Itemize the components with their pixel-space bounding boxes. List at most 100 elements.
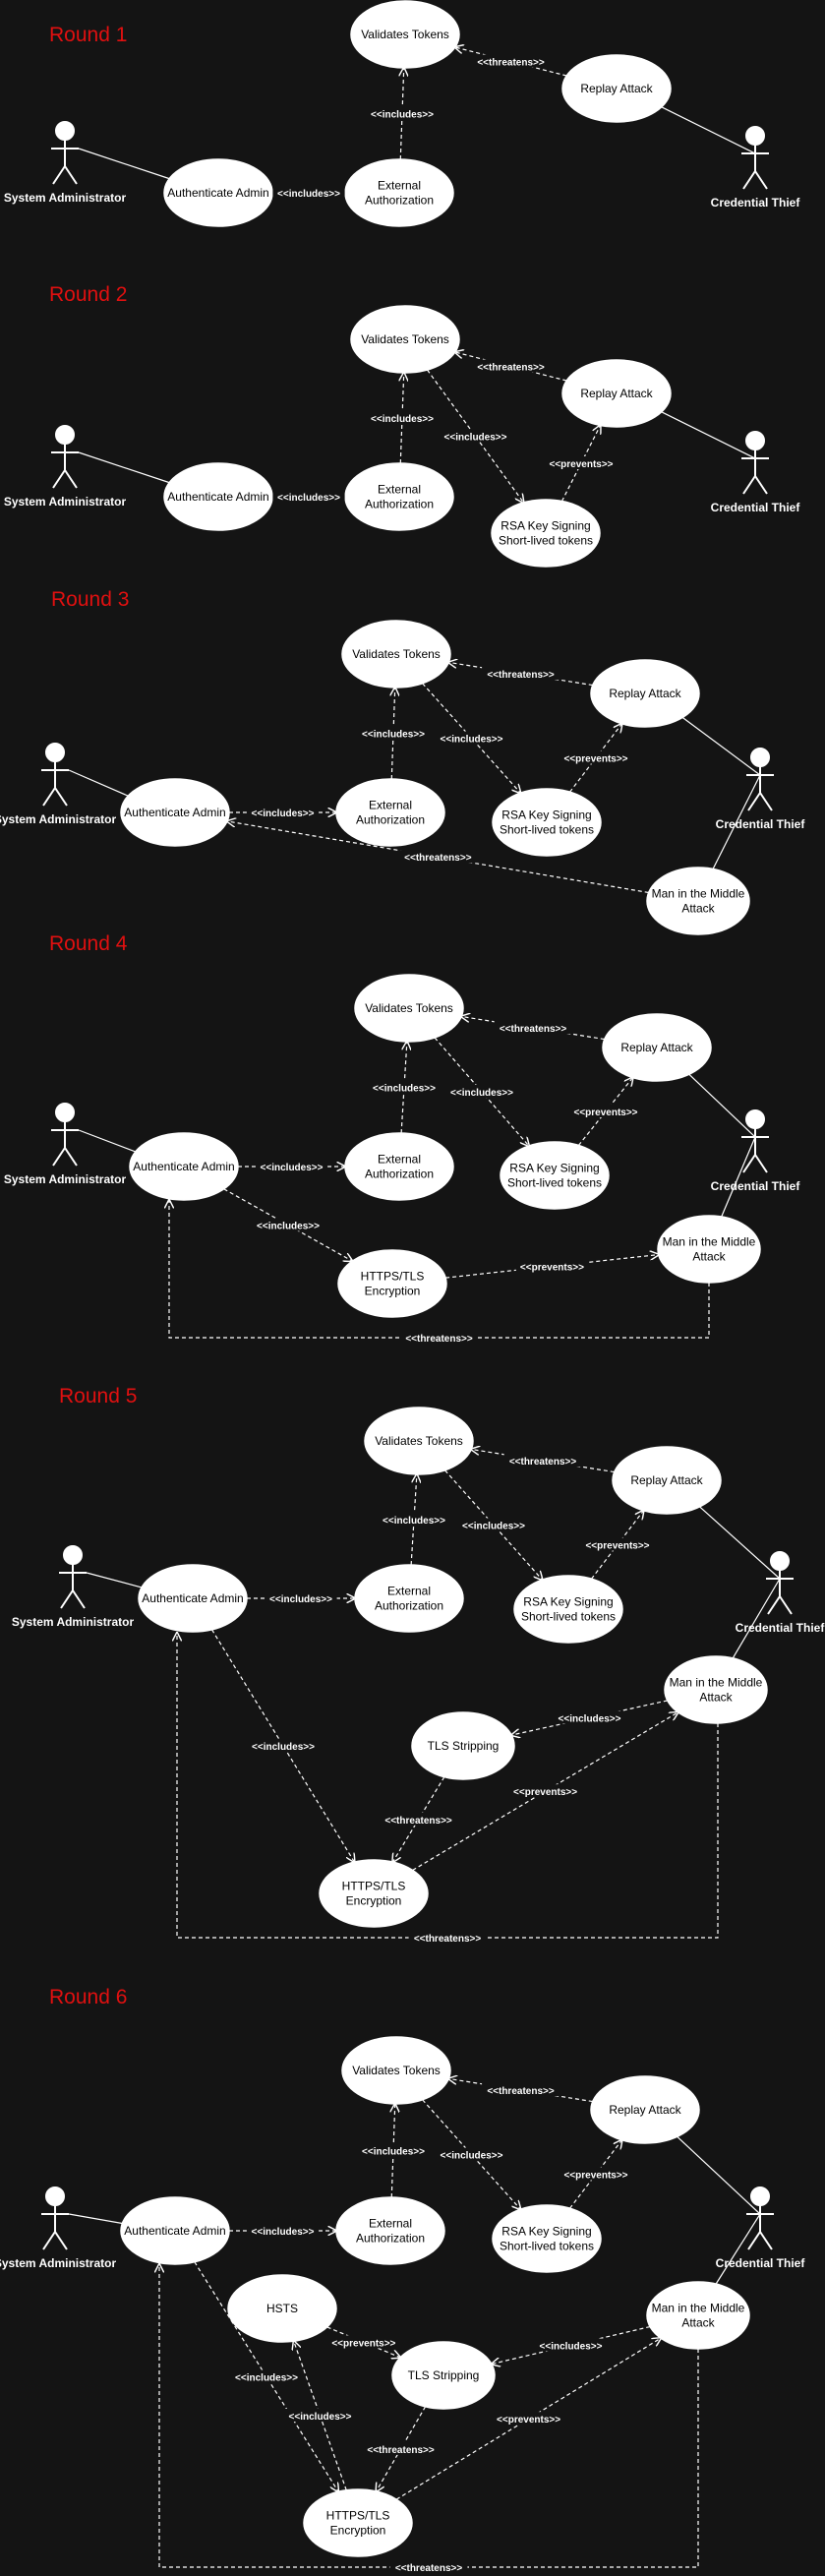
use-case-vt: Validates Tokens bbox=[364, 1407, 474, 1475]
actor-leg-left bbox=[747, 2231, 761, 2250]
dependency-arrow bbox=[194, 2261, 338, 2492]
use-case-ellipse bbox=[319, 1859, 429, 1928]
use-case-label: HTTPS/TLS bbox=[342, 1880, 406, 1893]
edge-label-background bbox=[534, 2338, 608, 2352]
edge-label-background bbox=[515, 1259, 589, 1273]
use-case-ellipse bbox=[646, 867, 750, 935]
dependency-arrow bbox=[444, 1469, 542, 1580]
use-case-ellipse bbox=[163, 462, 273, 531]
edge-label-background bbox=[482, 2083, 560, 2096]
use-case-label: External bbox=[369, 2217, 412, 2231]
actor-credential-thief: Credential Thief bbox=[736, 1551, 825, 1635]
use-case-label: Validates Tokens bbox=[361, 332, 449, 346]
actor-head bbox=[45, 2187, 65, 2206]
edge-label: <<includes>> bbox=[255, 1160, 328, 1173]
edge-label-background bbox=[482, 667, 560, 680]
round-title: Round 6 bbox=[49, 1986, 127, 2008]
edge-label-text: <<includes>> bbox=[252, 2227, 315, 2238]
edge-label-background bbox=[366, 106, 439, 120]
actor-label: System Administrator bbox=[12, 1615, 135, 1629]
association-line bbox=[78, 148, 170, 180]
actor-head bbox=[750, 748, 770, 767]
use-case-aa: Authenticate Admin bbox=[120, 778, 230, 847]
use-case-ellipse bbox=[492, 2204, 602, 2273]
edge-label-text: <<includes>> bbox=[371, 110, 434, 121]
actor-head bbox=[55, 425, 75, 445]
actor-head bbox=[55, 1103, 75, 1122]
edge-label-text: <<threatens>> bbox=[384, 1816, 452, 1827]
edge-label: <<includes>> bbox=[378, 1513, 450, 1527]
edge-label: <<prevents>> bbox=[560, 750, 632, 765]
use-case-ellipse bbox=[664, 1655, 768, 1724]
edge-label-background bbox=[560, 750, 632, 764]
edge-label: <<includes>> bbox=[357, 2143, 430, 2158]
actor-leg-right bbox=[54, 787, 68, 807]
actor-leg-right bbox=[759, 792, 773, 811]
actor-head bbox=[770, 1551, 790, 1571]
edge-label-background bbox=[265, 1591, 337, 1604]
actor-leg-left bbox=[52, 469, 66, 489]
use-case-label: RSA Key Signing bbox=[509, 1162, 599, 1175]
actor-system-administrator: System Administrator bbox=[4, 121, 126, 205]
edge-label: <<prevents>> bbox=[569, 1105, 642, 1118]
edge-label-background bbox=[439, 429, 512, 443]
use-case-label: RSA Key Signing bbox=[501, 2225, 591, 2239]
dependency-arrow bbox=[210, 1629, 354, 1862]
use-case-ellipse bbox=[646, 2281, 750, 2350]
use-case-label: Man in the Middle bbox=[670, 1676, 763, 1690]
edge-label-background bbox=[255, 1160, 328, 1172]
use-case-ellipse bbox=[364, 1407, 474, 1475]
edge-label-background bbox=[581, 1537, 654, 1551]
edge-label-text: <<includes>> bbox=[540, 2342, 603, 2353]
edge-label-background bbox=[252, 1218, 324, 1231]
use-case-label: Attack bbox=[692, 1250, 726, 1264]
edge-label-background bbox=[503, 1454, 582, 1467]
edge-label: <<prevents>> bbox=[515, 1259, 589, 1273]
actor-head bbox=[45, 743, 65, 762]
actor-credential-thief: Credential Thief bbox=[711, 431, 800, 514]
actor-head bbox=[745, 431, 765, 450]
edge-label: <<prevents>> bbox=[581, 1537, 654, 1552]
edge-label-background bbox=[553, 1710, 626, 1724]
use-case-ra: Replay Attack bbox=[612, 1446, 722, 1515]
edge-label-background bbox=[272, 490, 345, 503]
edge-label-text: <<prevents>> bbox=[585, 1541, 649, 1552]
use-case-ellipse bbox=[354, 1564, 464, 1633]
actor-leg-left bbox=[52, 1147, 66, 1167]
edge-label-background bbox=[389, 2560, 468, 2573]
round-title: Round 5 bbox=[59, 1385, 137, 1408]
edge-label-text: <<includes>> bbox=[441, 735, 503, 746]
round-title: Round 2 bbox=[49, 283, 127, 306]
use-case-ra: Replay Attack bbox=[602, 1013, 712, 1082]
edge-label: <<threatens>> bbox=[400, 1331, 478, 1345]
association-line bbox=[661, 411, 756, 459]
edge-label-background bbox=[272, 186, 345, 199]
use-case-label: Attack bbox=[699, 1691, 733, 1705]
use-case-label: Validates Tokens bbox=[365, 1001, 453, 1015]
use-case-ellipse bbox=[335, 2196, 445, 2265]
use-case-label: Attack bbox=[681, 902, 715, 916]
use-case-vt: Validates Tokens bbox=[350, 0, 460, 69]
use-case-ra: Replay Attack bbox=[561, 54, 672, 123]
edge-label: <<includes>> bbox=[366, 106, 439, 121]
use-case-ellipse bbox=[120, 2196, 230, 2265]
use-case-aa: Authenticate Admin bbox=[138, 1564, 248, 1633]
actor-label: Credential Thief bbox=[711, 196, 801, 210]
edge-label: <<threatens>> bbox=[494, 1021, 572, 1035]
use-case-ellipse bbox=[120, 778, 230, 847]
actor-system-administrator: System Administrator bbox=[12, 1545, 135, 1629]
edge-label: <<includes>> bbox=[534, 2338, 608, 2353]
edge-label: <<includes>> bbox=[230, 2369, 303, 2384]
actor-head bbox=[55, 121, 75, 141]
actor-label: System Administrator bbox=[4, 1172, 127, 1186]
edge-label: <<threatens>> bbox=[503, 1454, 582, 1468]
use-case-tls: TLS Stripping bbox=[391, 2341, 496, 2410]
edge-label-text: <<threatens>> bbox=[405, 1334, 473, 1345]
edge-label-background bbox=[362, 2441, 440, 2455]
